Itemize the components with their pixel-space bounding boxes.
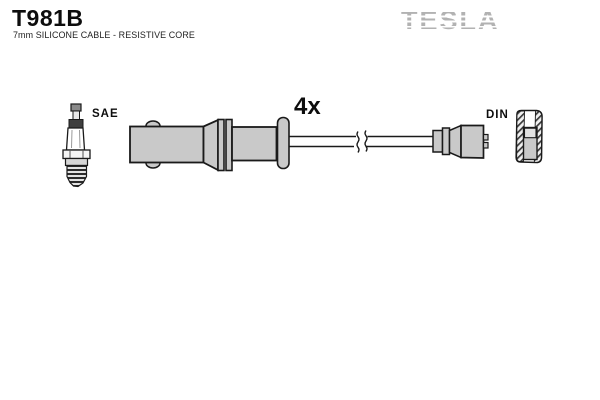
sae-terminal-label: SAE xyxy=(92,108,119,120)
din-terminal-label: DIN xyxy=(486,109,509,121)
din-boot-drawing xyxy=(515,109,543,164)
quantity-label: 4x xyxy=(294,93,321,120)
coil-boot-drawing xyxy=(129,116,290,172)
distributor-connector-drawing xyxy=(432,124,489,159)
cable-spec-subtitle: 7mm SILICONE CABLE - RESISTIVE CORE xyxy=(13,30,195,41)
spark-plug-drawing xyxy=(62,103,91,188)
part-number: T981B xyxy=(12,5,84,31)
cable-wire-drawing xyxy=(289,130,433,153)
